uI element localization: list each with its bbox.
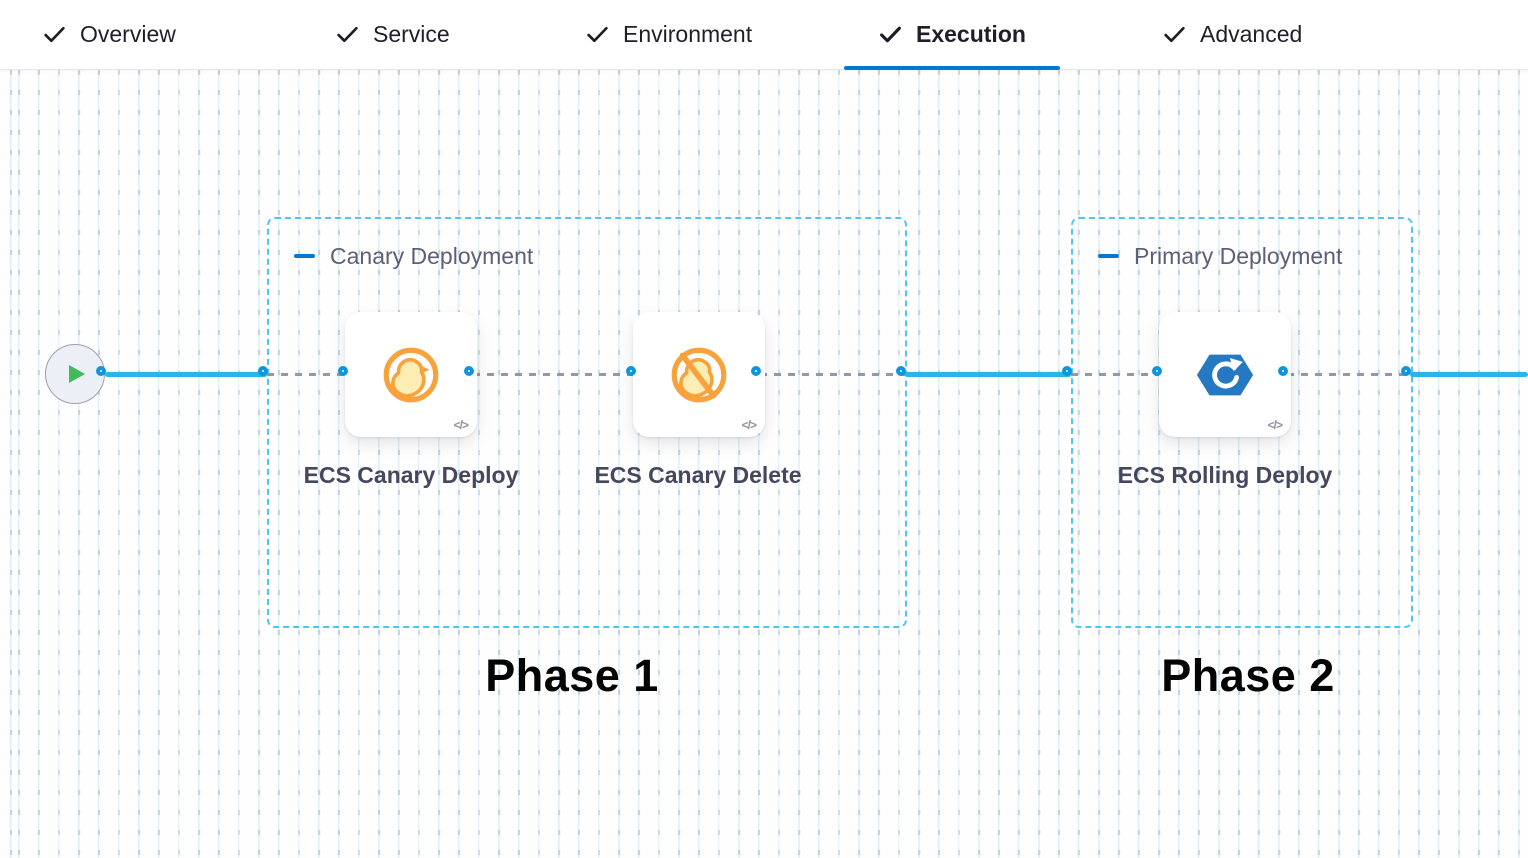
connector-line-dashed — [473, 373, 635, 376]
connector-port[interactable] — [626, 366, 636, 376]
connector-line-dashed — [1071, 373, 1161, 376]
code-icon: </> — [453, 418, 469, 432]
tab-label: Environment — [623, 21, 753, 47]
ecs-canary-delete-icon — [671, 347, 727, 402]
connector-port[interactable] — [896, 366, 906, 376]
pipeline-canvas[interactable]: Canary Deployment Primary Deployment — [0, 70, 1528, 858]
step-label: ECS Canary Deploy — [303, 462, 519, 488]
connector-line-dashed — [267, 373, 347, 376]
step-node-ecs-canary-deploy[interactable]: </> — [345, 312, 477, 437]
stage-group-canary-deployment: Canary Deployment — [267, 217, 907, 628]
connector-line-solid — [105, 372, 267, 377]
ecs-canary-deploy-icon — [383, 347, 439, 402]
connector-port[interactable] — [751, 366, 761, 376]
tab-execution[interactable]: Execution — [844, 0, 1060, 70]
connector-port[interactable] — [1278, 366, 1288, 376]
connector-line-dashed — [1287, 373, 1410, 376]
phase-2-label: Phase 2 — [1161, 650, 1335, 701]
code-icon: </> — [1267, 418, 1283, 432]
stage-config-tabbar: Overview Service Environment Execution A… — [0, 0, 1528, 70]
tab-service[interactable]: Service — [307, 0, 478, 69]
tab-label: Advanced — [1200, 21, 1303, 47]
group-header: Primary Deployment — [1098, 243, 1342, 269]
check-icon — [880, 26, 901, 43]
stage-group-primary-deployment: Primary Deployment — [1071, 217, 1413, 628]
connector-port[interactable] — [1152, 366, 1162, 376]
tab-label: Execution — [916, 21, 1026, 47]
connector-port[interactable] — [258, 366, 268, 376]
check-icon — [587, 26, 608, 43]
group-label: Primary Deployment — [1134, 242, 1343, 269]
connector-port[interactable] — [338, 366, 348, 376]
collapse-minus-icon[interactable] — [1098, 254, 1119, 258]
connector-port[interactable] — [464, 366, 474, 376]
ecs-rolling-deploy-icon — [1196, 354, 1254, 395]
connector-port[interactable] — [96, 366, 106, 376]
collapse-minus-icon[interactable] — [294, 254, 315, 258]
tab-label: Overview — [80, 21, 176, 47]
code-icon: </> — [741, 418, 757, 432]
check-icon — [44, 26, 65, 43]
check-icon — [337, 26, 358, 43]
tab-environment[interactable]: Environment — [557, 0, 780, 69]
tab-label: Service — [373, 21, 450, 47]
connector-port[interactable] — [1401, 366, 1411, 376]
connector-line-solid — [1410, 372, 1528, 377]
step-label: ECS Rolling Deploy — [1117, 462, 1333, 488]
group-label: Canary Deployment — [330, 242, 534, 269]
step-node-ecs-rolling-deploy[interactable]: </> — [1159, 312, 1291, 437]
step-label: ECS Canary Delete — [594, 462, 802, 488]
step-node-ecs-canary-delete[interactable]: </> — [633, 312, 765, 437]
tab-advanced[interactable]: Advanced — [1134, 0, 1330, 69]
connector-port[interactable] — [1062, 366, 1072, 376]
group-header: Canary Deployment — [294, 243, 533, 269]
check-icon — [1164, 26, 1185, 43]
connector-line-solid — [905, 372, 1071, 377]
tab-overview[interactable]: Overview — [14, 0, 204, 69]
connector-line-dashed — [760, 373, 905, 376]
play-icon — [69, 365, 85, 383]
phase-1-label: Phase 1 — [485, 650, 659, 701]
